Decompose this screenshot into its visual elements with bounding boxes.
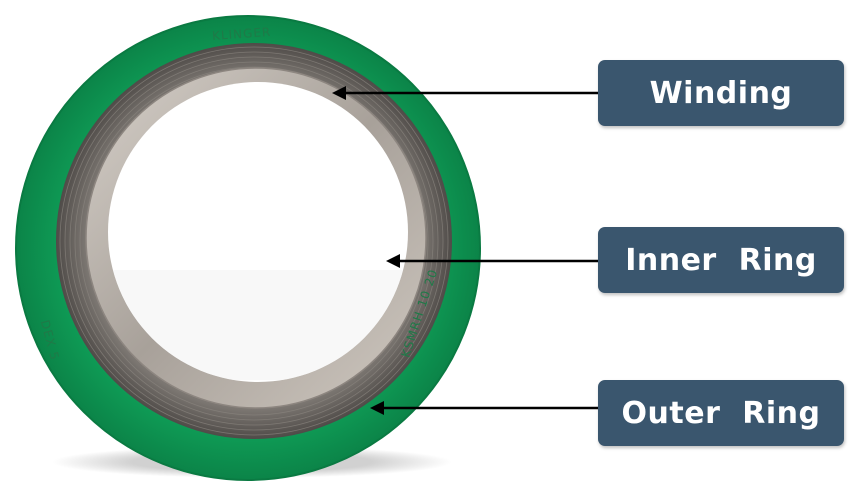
arrow-head-winding xyxy=(332,86,346,100)
arrow-head-inner xyxy=(386,254,400,268)
arrow-head-outer xyxy=(370,401,384,415)
label-outer-ring: Outer Ring xyxy=(598,380,844,446)
label-inner-ring: Inner Ring xyxy=(598,227,844,293)
inner-ring-edge xyxy=(85,67,427,409)
arrows xyxy=(332,86,598,415)
winding-texture xyxy=(59,46,449,436)
outer-ring-edge xyxy=(15,15,481,481)
stamp-top: KLINGER xyxy=(212,25,272,43)
label-winding: Winding xyxy=(598,60,844,126)
